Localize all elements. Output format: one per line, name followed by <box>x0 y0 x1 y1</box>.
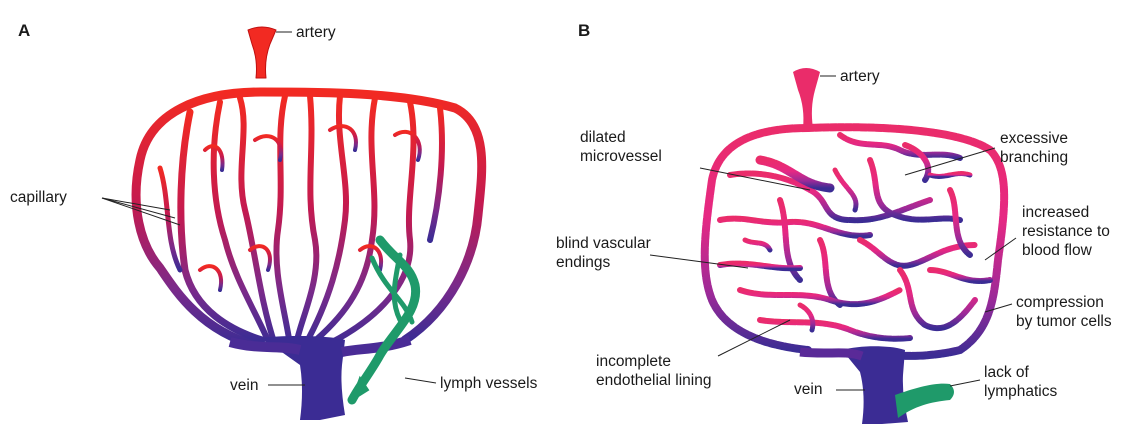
label-compression: compression by tumor cells <box>1016 294 1112 330</box>
label-incomplete-lining: incomplete endothelial lining <box>596 353 711 389</box>
lymphatics-b <box>895 384 954 418</box>
leader-lymph-a <box>405 378 436 383</box>
label-increased-resistance: increased resistance to blood flow <box>1022 204 1114 259</box>
panel-a-vessel-network <box>136 27 482 348</box>
panel-a: A <box>10 21 538 420</box>
label-blind-vascular-endings: blind vascular endings <box>556 235 655 271</box>
artery-b <box>793 68 820 128</box>
label-artery-b: artery <box>840 68 880 85</box>
panel-b-vessel-network <box>705 127 1004 356</box>
label-dilated-microvessel: dilated microvessel <box>580 129 662 165</box>
label-excessive-branching: excessive branching <box>1000 130 1072 166</box>
label-lack-of-lymphatics: lack of lymphatics <box>984 364 1057 400</box>
panel-b-letter: B <box>578 21 590 40</box>
panel-b: B <box>556 21 1114 424</box>
lymph-vessels-a <box>352 240 416 400</box>
label-capillary: capillary <box>10 189 67 206</box>
label-artery-a: artery <box>296 24 336 41</box>
label-vein-a: vein <box>230 377 258 394</box>
label-vein-b: vein <box>794 381 822 398</box>
label-lymph-vessels: lymph vessels <box>440 375 538 392</box>
panel-a-letter: A <box>18 21 30 40</box>
